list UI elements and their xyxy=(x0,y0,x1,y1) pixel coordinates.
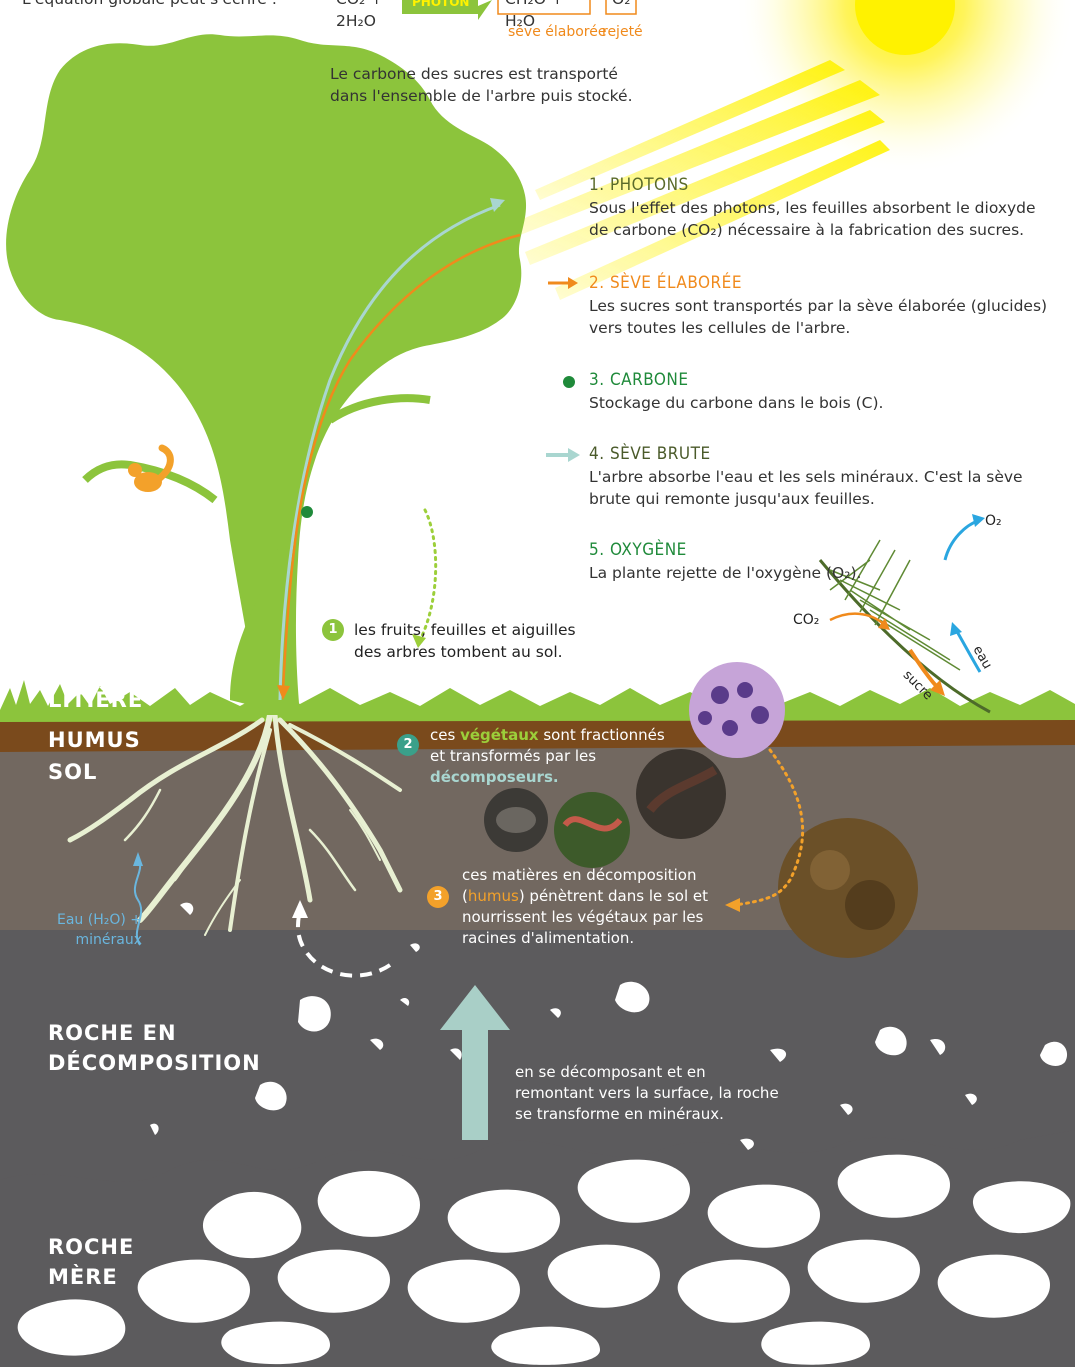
microscope-photo xyxy=(689,662,785,758)
legend-carbone: 3. Carbone Stockage du carbone dans le b… xyxy=(589,370,1059,414)
needle-co2-label: CO₂ xyxy=(793,612,819,628)
legend-carbone-title: 3. Carbone xyxy=(589,370,1059,390)
legend-seve-brute-title: 4. Sève brute xyxy=(589,444,1059,464)
legend-photons: 1. Photons Sous l'effet des photons, les… xyxy=(589,175,1059,241)
woodlouse-photo xyxy=(484,788,548,852)
tree xyxy=(6,34,526,715)
legend-seve-brute-text: L'arbre absorbe l'eau et les sels minéra… xyxy=(589,466,1059,510)
carbone-dot-icon xyxy=(301,506,313,518)
legend-oxygene: 5. Oxygène La plante rejette de l'oxygèn… xyxy=(589,540,869,584)
step-3-badge: 3 xyxy=(427,885,449,908)
carbon-note: Le carbone des sucres est transporté dan… xyxy=(330,63,650,107)
legend-seve-brute: 4. Sève brute L'arbre absorbe l'eau et l… xyxy=(589,444,1059,510)
equation-o2: O₂ xyxy=(612,0,642,10)
equation-intro: L'équation globale peut s'écrire : xyxy=(22,0,282,10)
legend-seve-elaboree-title: 2. Sève élaborée xyxy=(589,273,1059,293)
equation-arrow-label: PHOTON xyxy=(412,0,469,9)
step-3-text: ces matières en décomposition (humus) pé… xyxy=(462,865,712,949)
legend-carbone-icon xyxy=(563,376,575,388)
layer-humus: Humus xyxy=(48,725,141,755)
layer-litiere: Litière xyxy=(48,685,143,715)
rock-transformation-text: en se décomposant et en remontant vers l… xyxy=(515,1062,785,1125)
step-3-highlight-humus: humus xyxy=(468,887,519,905)
step-2-highlight-decomposeurs: décomposeurs. xyxy=(430,768,559,786)
layer-roche-mere: Roche mère xyxy=(48,1232,148,1292)
legend-seve-elaboree-text: Les sucres sont transportés par la sève … xyxy=(589,295,1059,339)
step-2-text: ces végétaux sont fractionnés et transfo… xyxy=(430,725,675,788)
legend-photons-title: 1. Photons xyxy=(589,175,1059,195)
step-1-badge: 1 xyxy=(322,618,344,641)
legend-oxygene-title: 5. Oxygène xyxy=(589,540,869,560)
step-2-badge: 2 xyxy=(397,733,419,756)
rejete-caption: rejeté xyxy=(602,24,643,40)
seve-elaboree-caption: sève élaborée xyxy=(508,24,606,40)
legend-photons-text: Sous l'effet des photons, les feuilles a… xyxy=(589,197,1059,241)
equation-reactants: CO₂ + 2H₂O xyxy=(336,0,406,32)
humus-photo xyxy=(778,818,918,958)
legend-oxygene-text: La plante rejette de l'oxygène (O₂). xyxy=(589,562,869,584)
legend-carbone-text: Stockage du carbone dans le bois (C). xyxy=(589,392,1059,414)
legend-seve-brute-icon xyxy=(546,448,580,462)
legend-seve-elaboree: 2. Sève élaborée Les sucres sont transpo… xyxy=(589,273,1059,339)
earthworm-photo xyxy=(554,792,630,868)
step-2-highlight-vegetaux: végétaux xyxy=(460,726,539,744)
step-1-text: les fruits, feuilles et aiguilles des ar… xyxy=(354,619,579,663)
layer-roche-decomposition: Roche en décomposition xyxy=(48,1018,228,1078)
layer-sol: Sol xyxy=(48,757,97,787)
water-label: Eau (H₂O) + minéraux xyxy=(52,910,142,950)
needle-o2-label: O₂ xyxy=(985,513,1002,529)
